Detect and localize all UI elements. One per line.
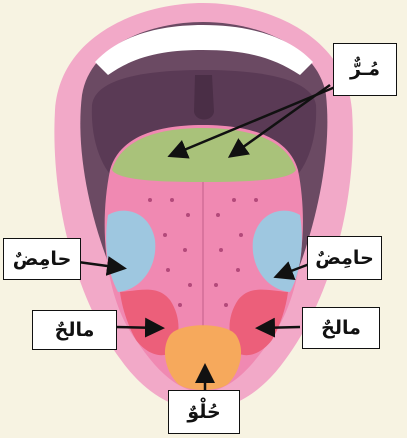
label-salty-left: مالحٌ: [32, 310, 117, 350]
label-salty-right: مالحٌ: [302, 307, 380, 349]
label-sour-right: حامِضٌ: [307, 236, 382, 280]
label-sweet: حُلْوٌ: [168, 390, 240, 434]
sweet-zone: [165, 325, 241, 390]
uvula: [194, 75, 214, 120]
label-bitter: مُـرٌّ: [333, 43, 397, 96]
arrow-salty-right: [260, 327, 300, 328]
arrow-salty-left: [115, 327, 160, 328]
label-sour-left: حامِضٌ: [3, 238, 81, 280]
